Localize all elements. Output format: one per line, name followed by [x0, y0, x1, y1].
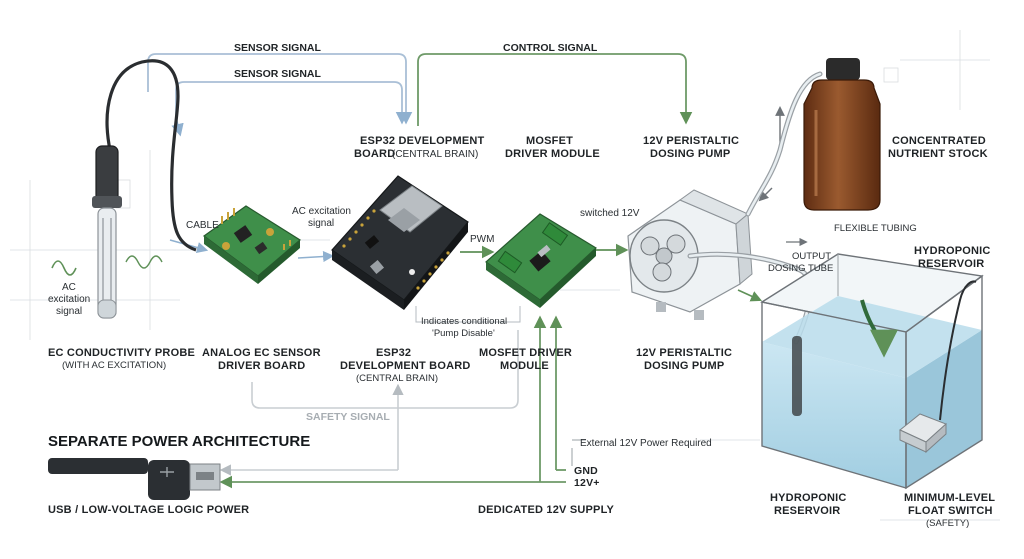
pump-disable-label-1: Indicates conditional — [421, 316, 507, 327]
peristaltic-pump — [627, 189, 813, 345]
usb-connector — [48, 458, 221, 500]
analog-label-1: ANALOG EC SENSOR — [202, 347, 321, 359]
ac-excitation-arrow — [297, 250, 335, 263]
mosfet-top-label-1: MOSFET — [526, 135, 573, 147]
ac-excitation-label-1: AC excitation — [292, 206, 351, 217]
gnd-label: GND — [574, 465, 598, 477]
cable-label: CABLE — [186, 220, 219, 231]
pump-bottom-label-2: DOSING PUMP — [644, 360, 724, 372]
ac-wave-icon — [51, 260, 77, 276]
esp32-bottom-label-1: ESP32 — [376, 347, 411, 359]
control-signal-label: CONTROL SIGNAL — [503, 42, 598, 54]
pwm-label: PWM — [470, 234, 494, 245]
float-switch — [899, 280, 977, 454]
float-label-3: (SAFETY) — [926, 518, 969, 529]
control-signal-line — [417, 53, 693, 126]
external-12v-label: External 12V Power Required — [580, 438, 712, 449]
sensor-signal-label-2: SENSOR SIGNAL — [234, 68, 322, 80]
nutrient-label-2: NUTRIENT STOCK — [888, 148, 988, 160]
float-label-1: MINIMUM-LEVEL — [904, 492, 995, 504]
dedicated-12v-label: DEDICATED 12V SUPPLY — [478, 504, 615, 516]
esp32-bottom-label-2: DEVELOPMENT BOARD — [340, 360, 471, 372]
probe-ac-label-1: AC — [62, 282, 76, 293]
analog-ec-board — [202, 205, 302, 284]
probe-label-1: EC CONDUCTIVITY PROBE — [48, 347, 195, 359]
pump-top-label-2: DOSING PUMP — [650, 148, 730, 160]
ac-wave-icon-2 — [125, 255, 163, 269]
usb-power-label: USB / LOW-VOLTAGE LOGIC POWER — [48, 504, 249, 516]
flexible-tubing-label: FLEXIBLE TUBING — [834, 223, 917, 234]
nutrient-label-1: CONCENTRATED — [892, 135, 986, 147]
float-label-2: FLOAT SWITCH — [908, 505, 993, 517]
safety-signal-line — [251, 330, 519, 409]
tubing-down-arrow — [758, 187, 773, 202]
esp32-top-label-2b: (CENTRAL BRAIN) — [392, 149, 478, 160]
ec-probe — [92, 59, 197, 319]
sensor-signal-line-2 — [175, 81, 409, 128]
v12-plus-label: 12V+ — [574, 477, 600, 489]
esp32-top-label-2a: BOARD — [354, 148, 395, 160]
output-label-1: OUTPUT — [792, 251, 831, 262]
reservoir-bottom-label-1: HYDROPONIC — [770, 492, 847, 504]
nutrient-bottle — [803, 58, 881, 211]
sensor-signal-label-1: SENSOR SIGNAL — [234, 42, 322, 54]
mosfet-top-label-2: DRIVER MODULE — [505, 148, 600, 160]
reservoir-top-label-1: HYDROPONIC — [914, 245, 991, 257]
ac-excitation-label-2: signal — [308, 218, 334, 229]
background-sketch — [10, 30, 1000, 521]
pump-disable-bracket — [415, 306, 521, 323]
output-label-2: DOSING TUBE — [768, 263, 833, 274]
esp32-board — [331, 175, 469, 310]
pump-top-label-1: 12V PERISTALTIC — [643, 135, 739, 147]
hydroponic-reservoir — [760, 253, 984, 490]
esp32-bottom-label-3: (CENTRAL BRAIN) — [356, 373, 438, 384]
pump-disable-label-2: 'Pump Disable' — [432, 328, 495, 339]
pump-bottom-label-1: 12V PERISTALTIC — [636, 347, 732, 359]
reservoir-bottom-label-2: RESERVOIR — [774, 505, 840, 517]
probe-ac-label-3: signal — [56, 306, 82, 317]
power-architecture-title: SEPARATE POWER ARCHITECTURE — [48, 433, 310, 450]
mosfet-module — [485, 213, 597, 308]
reservoir-top-label-2: RESERVOIR — [918, 258, 984, 270]
mosfet-bottom-label-1: MOSFET DRIVER — [479, 347, 572, 359]
probe-ac-label-2: excitation — [48, 294, 90, 305]
switched-12v-label: switched 12V — [580, 208, 640, 219]
mosfet-bottom-label-2: MODULE — [500, 360, 549, 372]
analog-label-2: DRIVER BOARD — [218, 360, 305, 372]
esp32-top-label-1: ESP32 DEVELOPMENT — [360, 135, 485, 147]
probe-label-2: (WITH AC EXCITATION) — [62, 360, 166, 371]
safety-signal-label: SAFETY SIGNAL — [306, 411, 390, 423]
sensor-signal-line-1 — [147, 53, 413, 125]
pump-output-arrow — [737, 289, 763, 302]
